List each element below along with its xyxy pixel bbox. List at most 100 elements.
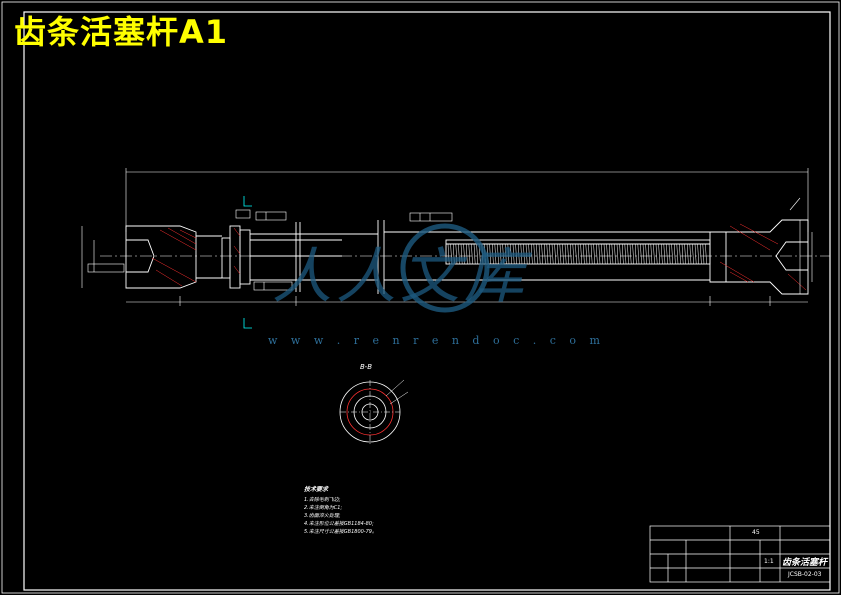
rack-tooth <box>590 243 593 265</box>
watermark-brand: 人人文库 <box>272 242 528 312</box>
notes-item: 5.未注尺寸公差按GB1800-79。 <box>304 529 377 535</box>
notes-item: 1.去除毛刺飞边; <box>304 497 341 503</box>
rack-tooth <box>504 243 507 265</box>
notes-heading: 技术要求 <box>304 486 329 493</box>
rack-tooth <box>593 243 596 265</box>
rack-tooth <box>473 243 476 265</box>
rack-tooth <box>697 243 700 265</box>
rack-tooth <box>530 243 533 265</box>
rack-tooth <box>497 243 499 265</box>
rack-tooth <box>634 243 637 265</box>
rack-tooth <box>572 243 575 265</box>
rack-tooth <box>606 243 609 265</box>
rack-tooth <box>627 243 629 265</box>
rack-tooth <box>679 243 681 265</box>
rack-tooth <box>588 243 590 265</box>
rack-tooth <box>556 243 559 265</box>
rack-tooth <box>668 243 671 265</box>
watermark-url: w w w . r e n r e n d o c . c o m <box>268 334 605 347</box>
rack-tooth <box>692 243 694 265</box>
rack-tooth <box>476 243 479 265</box>
rack-tooth <box>658 243 661 265</box>
rack-tooth <box>681 243 684 265</box>
rack-tooth <box>673 243 676 265</box>
rack-tooth <box>494 243 497 265</box>
rack-tooth <box>637 243 640 265</box>
rack-tooth <box>689 243 692 265</box>
inner-frame <box>23 11 831 591</box>
rack-tooth <box>450 243 453 265</box>
rack-tooth <box>601 243 603 265</box>
rack-tooth <box>546 243 549 265</box>
rack-tooth <box>447 243 450 265</box>
rack-tooth <box>705 243 707 265</box>
rack-tooth <box>538 243 541 265</box>
section-markers <box>243 196 252 329</box>
rack-tooth <box>660 243 663 265</box>
rack-tooth <box>699 243 702 265</box>
rack-tooth <box>580 243 583 265</box>
rack-tooth <box>666 243 668 265</box>
rack-tooth <box>551 243 554 265</box>
title-block-scale: 1:1 <box>764 558 774 565</box>
rack-tooth <box>645 243 648 265</box>
notes-item: 2.未注倒角为C1; <box>304 505 343 511</box>
notes-item: 3.齿面淬火处理; <box>304 513 341 519</box>
rack-tooth <box>536 243 538 265</box>
rack-tooth <box>603 243 606 265</box>
tolerance-frames <box>235 209 453 291</box>
rack-tooth <box>567 243 570 265</box>
rack-tooth <box>502 243 505 265</box>
rack-tooth <box>614 243 616 265</box>
right-dimensions <box>789 197 813 294</box>
rack-tooth <box>564 243 567 265</box>
section-hatching <box>151 223 807 291</box>
overall-dimension <box>125 168 809 232</box>
rack-tooth <box>491 243 494 265</box>
rack-tooth <box>585 243 588 265</box>
rack-tooth <box>629 243 632 265</box>
title-block-material: 45 <box>752 529 760 536</box>
rack-tooth <box>554 243 557 265</box>
rack-tooth <box>541 243 544 265</box>
title-block-drawing-no: JCSB-02-03 <box>788 571 822 578</box>
rack-tooth <box>465 243 468 265</box>
rack-tooth <box>647 243 650 265</box>
notes-item: 4.未注形位公差按GB1184-80; <box>304 521 374 527</box>
rack-tooth <box>452 243 455 265</box>
rack-tooth <box>621 243 624 265</box>
rack-tooth <box>460 243 463 265</box>
rack-tooth <box>549 243 551 265</box>
rack-tooth <box>702 243 705 265</box>
rack-tooth <box>489 243 492 265</box>
rack-tooth <box>559 243 562 265</box>
rack-tooth <box>510 243 512 265</box>
rack-tooth <box>499 243 502 265</box>
rack-tooth <box>686 243 689 265</box>
rack-tooth <box>543 243 546 265</box>
rack-tooth <box>671 243 674 265</box>
rack-tooth <box>640 243 642 265</box>
section-label: B-B <box>360 363 373 371</box>
rack-tooth <box>507 243 510 265</box>
rack-tooth <box>655 243 658 265</box>
rack-tooth <box>517 243 520 265</box>
rack-tooth <box>458 243 460 265</box>
rack-tooth <box>616 243 619 265</box>
rack-tooth <box>512 243 515 265</box>
rack-tooth <box>676 243 679 265</box>
rack-tooth <box>619 243 622 265</box>
rack-tooth <box>684 243 687 265</box>
rack-tooth <box>569 243 572 265</box>
rack-tooth <box>694 243 697 265</box>
rack-tooth <box>653 243 655 265</box>
rack-tooth <box>598 243 601 265</box>
technical-requirements: 技术要求 1.去除毛刺飞边; 2.未注倒角为C1; 3.齿面淬火处理; 4.未注… <box>304 486 377 536</box>
rack-tooth <box>663 243 666 265</box>
rack-tooth <box>525 243 528 265</box>
rack-tooth <box>577 243 580 265</box>
rack-tooth <box>533 243 536 265</box>
rack-tooth <box>608 243 611 265</box>
